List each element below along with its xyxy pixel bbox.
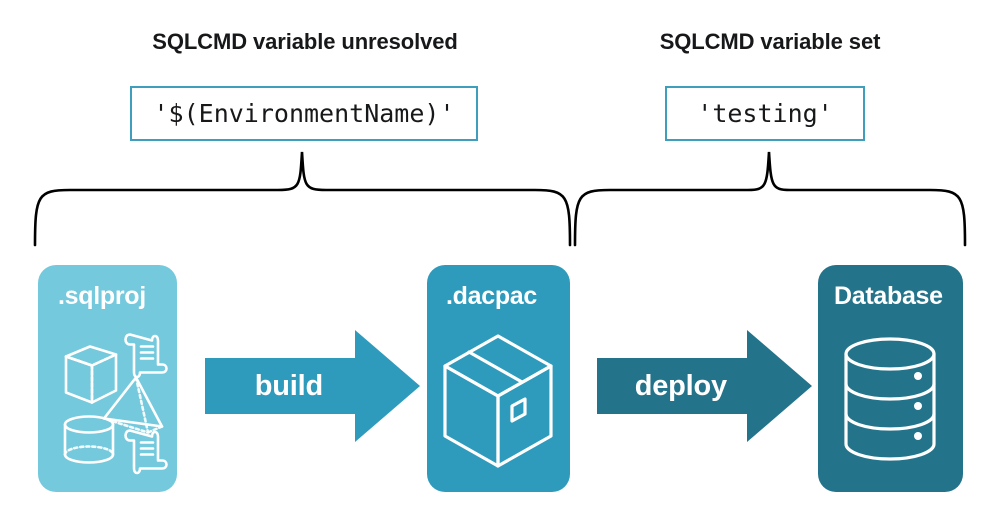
pyramid-icon	[102, 376, 164, 434]
script-scroll-icon-top	[124, 333, 168, 379]
cube-icon	[64, 345, 118, 404]
stage-box-dacpac: .dacpac	[427, 265, 570, 492]
code-text-resolved: 'testing'	[697, 99, 833, 128]
stage-label-database: Database	[834, 282, 943, 310]
heading-sqlcmd-variable-set: SQLCMD variable set	[659, 29, 881, 54]
brace-sqlproj-to-dacpac	[33, 151, 572, 247]
brace-dacpac-to-database	[573, 151, 967, 247]
project-artifacts-icon	[38, 317, 177, 484]
code-box-unresolved-variable: '$(EnvironmentName)'	[130, 86, 478, 141]
cylinder-icon	[63, 415, 115, 464]
arrow-build-shape	[205, 330, 420, 442]
stage-label-dacpac: .dacpac	[446, 282, 538, 310]
arrow-deploy: deploy	[597, 330, 812, 442]
heading-sqlcmd-variable-unresolved: SQLCMD variable unresolved	[152, 29, 458, 54]
arrow-build: build	[205, 330, 420, 442]
script-scroll-icon-bottom	[124, 429, 168, 475]
code-text-unresolved: '$(EnvironmentName)'	[153, 99, 455, 128]
stage-box-database: Database	[818, 265, 963, 492]
stage-box-sqlproj: .sqlproj	[38, 265, 177, 492]
stage-label-sqlproj: .sqlproj	[58, 282, 146, 310]
code-box-resolved-variable: 'testing'	[665, 86, 865, 141]
package-box-icon	[427, 317, 570, 484]
arrow-deploy-shape	[597, 330, 812, 442]
database-cylinder-icon	[818, 317, 963, 484]
